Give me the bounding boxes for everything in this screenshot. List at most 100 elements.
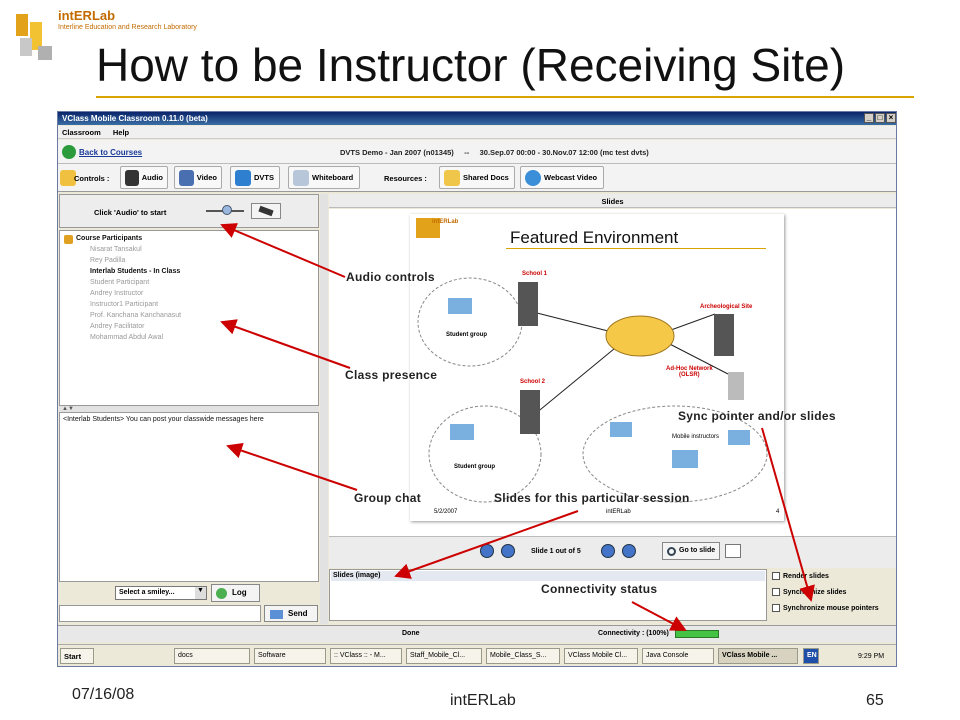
- first-slide-button[interactable]: [480, 544, 494, 558]
- course-info: DVTS Demo - Jan 2007 (n01345) -- 30.Sep.…: [340, 148, 649, 157]
- audio-hint: Click 'Audio' to start: [94, 208, 167, 217]
- smiley-select[interactable]: Select a smiley...: [115, 586, 207, 600]
- go-to-slide-label: Go to slide: [679, 547, 716, 554]
- participants-root[interactable]: Course Participants: [76, 235, 143, 242]
- slide-logo-text: intERLab: [432, 219, 459, 225]
- status-text: Done: [402, 630, 420, 637]
- language-indicator[interactable]: EN: [803, 648, 819, 664]
- server-icon: [520, 390, 540, 434]
- render-slides-label: Render slides: [783, 572, 829, 580]
- log-button[interactable]: Log: [211, 584, 260, 602]
- taskbar-task[interactable]: docs: [174, 648, 250, 664]
- magnifier-icon: [667, 547, 676, 556]
- maximize-button[interactable]: □: [875, 113, 885, 123]
- interlab-logo: [16, 14, 52, 60]
- taskbar-clock: 9:29 PM: [858, 653, 885, 660]
- taskbar-task[interactable]: Java Console: [642, 648, 714, 664]
- laptop-icon: [728, 430, 750, 445]
- school2-label: School 2: [520, 379, 546, 385]
- last-slide-button[interactable]: [622, 544, 636, 558]
- taskbar-task[interactable]: Mobile_Class_S...: [486, 648, 560, 664]
- slide-footer-org: intERLab: [606, 509, 631, 515]
- taskbar-task[interactable]: VClass Mobile ...: [718, 648, 798, 664]
- start-button[interactable]: Start: [60, 648, 94, 664]
- shared-docs-label: Shared Docs: [463, 173, 509, 182]
- shared-docs-button[interactable]: Shared Docs: [439, 166, 515, 189]
- router-icon: [728, 372, 744, 400]
- sync-slides-checkbox[interactable]: Synchronize slides: [772, 588, 846, 596]
- audio-button[interactable]: Audio: [120, 166, 168, 189]
- taskbar-task[interactable]: :: VClass :: - M...: [330, 648, 402, 664]
- close-button[interactable]: ×: [886, 113, 896, 123]
- slide-image: intERLab Featured Environment: [410, 214, 784, 521]
- video-button[interactable]: Video: [174, 166, 222, 189]
- webcast-video-label: Webcast Video: [544, 173, 598, 182]
- participant-item[interactable]: Prof. Kanchana Kanchanasut: [90, 312, 182, 319]
- audio-label: Audio: [141, 173, 163, 182]
- next-slide-button[interactable]: [601, 544, 615, 558]
- go-to-slide-button[interactable]: Go to slide: [662, 542, 720, 560]
- controls-label: Controls :: [74, 174, 110, 183]
- slides-list-header: Slides (image): [331, 571, 765, 581]
- mic-button[interactable]: [251, 203, 281, 219]
- send-label: Send: [288, 609, 308, 618]
- title-underline: [96, 96, 914, 98]
- student-group-1-label: Student group: [446, 332, 487, 338]
- webcast-video-button[interactable]: Webcast Video: [520, 166, 604, 189]
- participant-item[interactable]: Instructor1 Participant: [90, 301, 159, 308]
- minimize-button[interactable]: _: [864, 113, 874, 123]
- render-slides-checkbox[interactable]: Render slides: [772, 572, 829, 580]
- back-arrow-icon[interactable]: [62, 145, 76, 159]
- dvts-icon: [235, 169, 251, 186]
- laptop-icon: [672, 450, 698, 468]
- audio-panel: Click 'Audio' to start: [59, 194, 319, 228]
- chat-message: <Interlab Students> You can post your cl…: [63, 416, 264, 423]
- annotation-connectivity: Connectivity status: [541, 582, 658, 596]
- slide-number-input[interactable]: [725, 544, 741, 558]
- school1-label: School 1: [522, 271, 548, 277]
- server-icon: [714, 314, 734, 356]
- whiteboard-button[interactable]: Whiteboard: [288, 166, 360, 189]
- panel-splitter[interactable]: ▲▼: [59, 406, 319, 412]
- network-diagram: [417, 277, 768, 503]
- participant-item[interactable]: Nisarat Tansakul: [90, 246, 142, 253]
- people-icon: [64, 235, 73, 244]
- slide-viewer[interactable]: intERLab Featured Environment: [329, 209, 896, 536]
- taskbar-task[interactable]: Staff_Mobile_Cl...: [406, 648, 482, 664]
- laptop-icon: [448, 298, 472, 314]
- back-to-courses-link[interactable]: Back to Courses: [79, 148, 143, 157]
- window-title: VClass Mobile Classroom 0.11.0 (beta): [62, 114, 208, 123]
- vclass-window: VClass Mobile Classroom 0.11.0 (beta) _ …: [57, 111, 897, 667]
- logo-text: intERLab: [58, 8, 116, 23]
- chat-input[interactable]: [59, 605, 261, 622]
- vertical-splitter[interactable]: [320, 194, 328, 624]
- volume-slider-knob[interactable]: [221, 205, 232, 215]
- sync-slides-label: Synchronize slides: [783, 588, 847, 596]
- mobile-instructors-label: Mobile instructors: [672, 434, 720, 440]
- laptop-icon: [450, 424, 474, 440]
- taskbar-task[interactable]: Software: [254, 648, 326, 664]
- participant-item[interactable]: Rey Padilla: [90, 257, 126, 264]
- group-chat-panel: <Interlab Students> You can post your cl…: [59, 412, 319, 582]
- sync-pointer-checkbox[interactable]: Synchronize mouse pointers: [772, 604, 879, 612]
- course-bar: Back to Courses DVTS Demo - Jan 2007 (n0…: [58, 140, 896, 164]
- send-button[interactable]: Send: [264, 605, 318, 622]
- participant-item[interactable]: Andrey Facilitator: [90, 323, 145, 330]
- participant-item[interactable]: Student Participant: [90, 279, 150, 286]
- participant-item[interactable]: Andrey Instructor: [90, 290, 144, 297]
- adhoc-label: Ad-Hoc Network (OLSR): [666, 366, 713, 378]
- participant-item[interactable]: Mohammad Abdul Awal: [90, 334, 164, 341]
- toolbar: Controls : Audio Video DVTS Whiteboard R…: [58, 164, 896, 192]
- previous-slide-button[interactable]: [501, 544, 515, 558]
- laptop-icon: [610, 422, 632, 437]
- chevron-down-icon[interactable]: ▼: [195, 587, 206, 599]
- menu-classroom[interactable]: Classroom: [62, 128, 101, 137]
- participant-item[interactable]: Interlab Students - In Class: [90, 268, 181, 275]
- dvts-button[interactable]: DVTS: [230, 166, 280, 189]
- menu-help[interactable]: Help: [112, 128, 130, 137]
- footer-page-number: 65: [866, 692, 884, 709]
- footer-date: 07/16/08: [72, 686, 135, 703]
- taskbar-task[interactable]: VClass Mobile Cl...: [564, 648, 638, 664]
- send-icon: [270, 610, 283, 619]
- globe-icon: [525, 169, 541, 186]
